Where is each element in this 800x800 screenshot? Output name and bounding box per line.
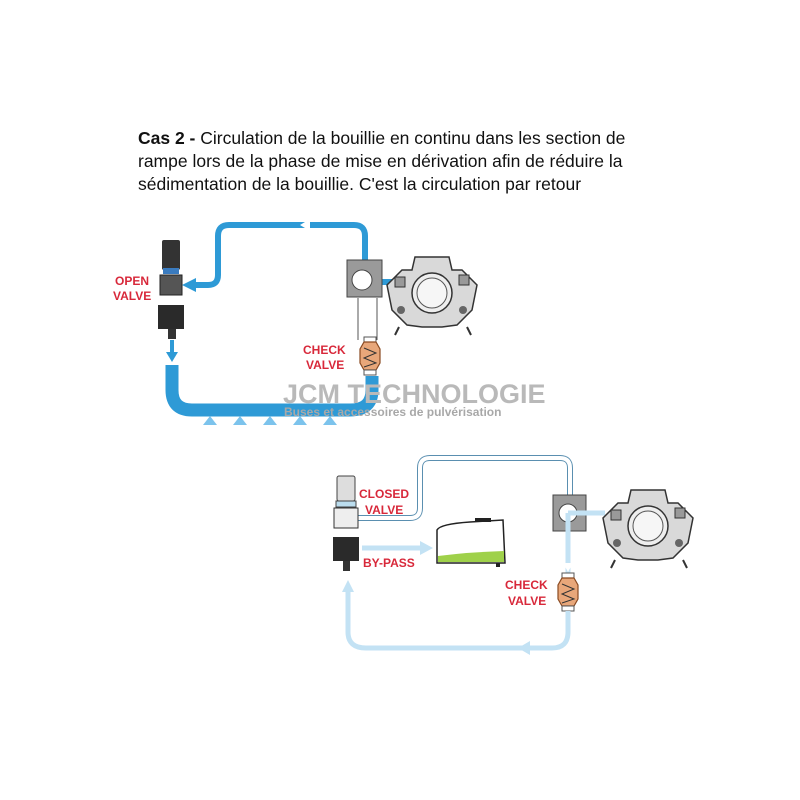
bottom-circuit: CLOSED VALVE BY-PASS CHECK VALVE — [333, 455, 694, 655]
check-valve-label-2: VALVE — [508, 594, 546, 608]
flow-arrow-icon — [182, 278, 196, 292]
top-circuit: OPEN VALVE CHECK VALVE — [113, 219, 478, 425]
closed-valve-label-1: CLOSED — [359, 487, 409, 501]
caption-line-1: Circulation de la bouillie en continu da… — [195, 128, 626, 148]
nozzles — [203, 416, 337, 425]
flow-arrow-icon — [342, 580, 354, 592]
check-valve-icon — [359, 336, 381, 376]
caption-lead: Cas 2 - — [138, 128, 196, 148]
boom-pipe — [165, 365, 379, 417]
watermark-subtitle: Buses et accessoires de pulvérisation — [284, 405, 501, 419]
flow-arrow-icon — [166, 352, 178, 362]
return-pipe — [192, 222, 368, 288]
bypass-label: BY-PASS — [363, 556, 415, 570]
check-valve-label-1: CHECK — [303, 343, 346, 357]
watermark-title: JCM TECHNOLOGIE — [283, 379, 546, 409]
closed-valve-icon — [333, 475, 359, 571]
check-valve-label-2: VALVE — [306, 358, 344, 372]
pump-icon — [386, 256, 478, 336]
check-valve-icon — [557, 572, 579, 612]
open-valve-label-2: VALVE — [113, 289, 151, 303]
flow-arrow-icon — [420, 541, 433, 555]
idle-boom-pipe — [345, 590, 571, 651]
flow-arrow-icon — [300, 219, 310, 231]
tank-icon — [436, 518, 506, 567]
pump-icon — [602, 489, 694, 569]
open-valve-icon — [158, 240, 184, 339]
check-valve-label-1: CHECK — [505, 578, 548, 592]
check-valve-bypass-lines — [357, 298, 378, 340]
open-valve-label-1: OPEN — [115, 274, 149, 288]
closed-valve-label-2: VALVE — [365, 503, 403, 517]
flow-arrow-icon — [518, 641, 530, 655]
caption-line-2: rampe lors de la phase de mise en dériva… — [138, 151, 623, 171]
caption-line-3: sédimentation de la bouillie. C'est la c… — [138, 174, 582, 194]
diagram-caption: Cas 2 - Circulation de la bouillie en co… — [138, 127, 698, 196]
